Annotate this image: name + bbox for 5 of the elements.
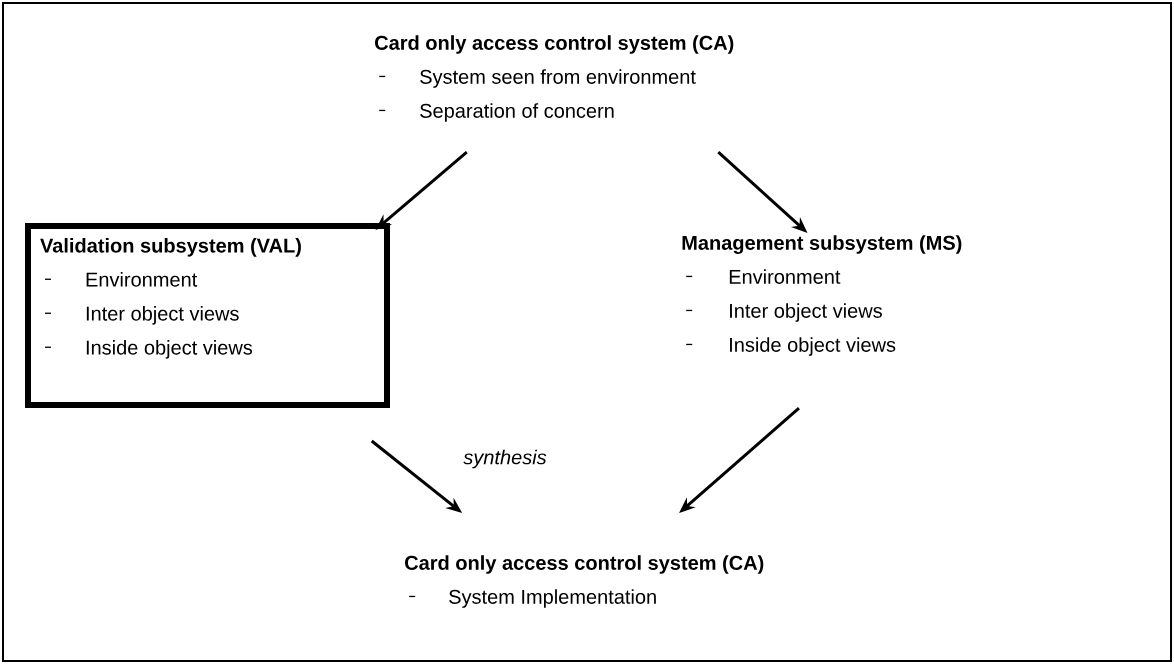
text-block: Management subsystem (MS) Environment Inter object views Inside object views <box>682 235 962 356</box>
text-block: Card only access control system (CA) System seen from environment Separation of concern <box>375 35 734 122</box>
subsystem-box: Validation subsystem (VAL) Environment Inter object views Inside object views <box>25 223 390 408</box>
annotation-text: synthesis <box>463 449 547 469</box>
text-block: Card only access control system (CA) System Implementation <box>405 555 764 608</box>
